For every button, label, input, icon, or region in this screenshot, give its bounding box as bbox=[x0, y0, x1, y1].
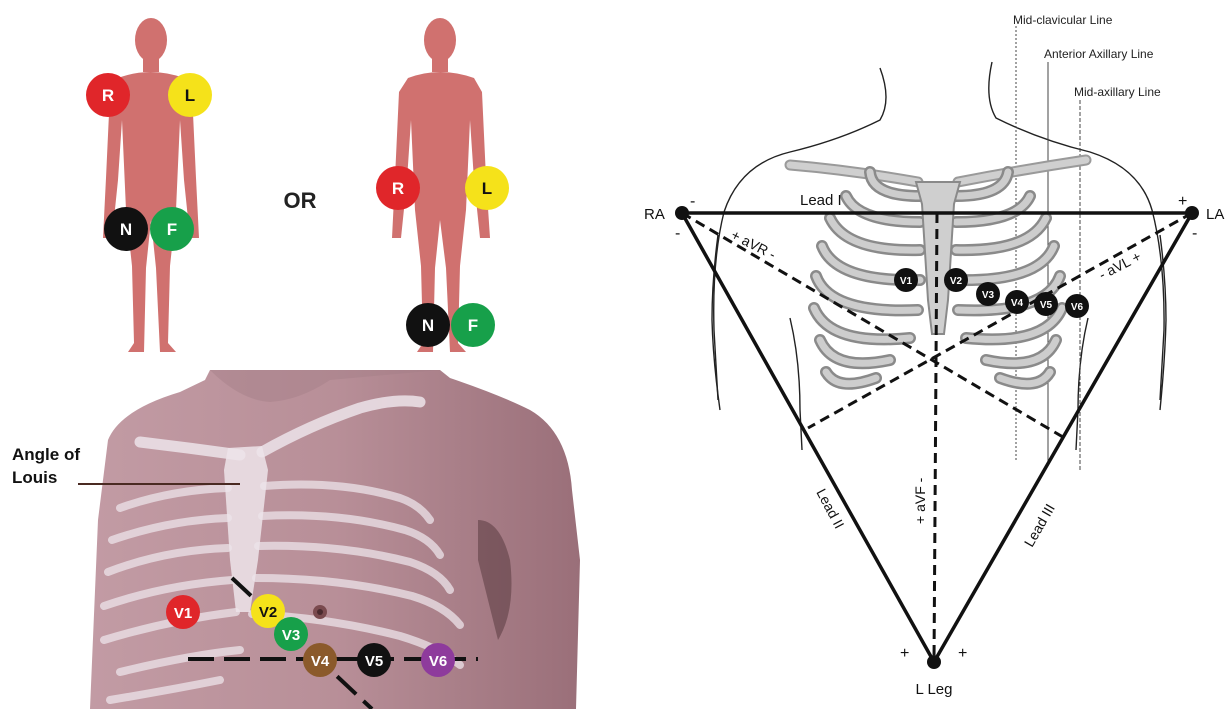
electrode-n-a: N bbox=[104, 207, 148, 251]
electrode-r-b-label: R bbox=[392, 179, 404, 198]
electrode-f-a: F bbox=[150, 207, 194, 251]
svg-text:V1: V1 bbox=[900, 276, 913, 287]
chest-electrode-v5: V5 bbox=[357, 643, 391, 677]
augmented-leads bbox=[682, 213, 1192, 662]
lead-i-label: Lead I bbox=[800, 192, 842, 209]
electrode-l-b: L bbox=[465, 166, 509, 210]
electrode-l-a-label: L bbox=[185, 86, 195, 105]
lead-ii-label: Lead II bbox=[813, 486, 847, 531]
svg-text:V3: V3 bbox=[982, 290, 995, 301]
chest-photo: Angle of Louis V1 V2 V3 V4 V5 V6 bbox=[12, 370, 580, 709]
electrode-f-a-label: F bbox=[167, 220, 177, 239]
body-silhouette-a bbox=[103, 18, 199, 352]
angle-of-louis-label-line2: Louis bbox=[12, 468, 57, 487]
diagram-electrode-v5: V5 bbox=[1034, 292, 1058, 316]
svg-text:V5: V5 bbox=[365, 653, 383, 670]
svg-text:-: - bbox=[1192, 225, 1197, 242]
mid-clavicular-line-label: Mid-clavicular Line bbox=[1013, 13, 1113, 27]
electrode-n-b-label: N bbox=[422, 316, 434, 335]
electrode-r-a-label: R bbox=[102, 86, 114, 105]
diagram-electrode-v1: V1 bbox=[894, 268, 918, 292]
limb-figure-a: R L N F bbox=[86, 18, 212, 352]
electrode-n-a-label: N bbox=[120, 220, 132, 239]
svg-text:V2: V2 bbox=[259, 604, 277, 621]
svg-text:V6: V6 bbox=[1071, 302, 1084, 313]
svg-text:V1: V1 bbox=[174, 605, 192, 622]
svg-text:+: + bbox=[1178, 193, 1187, 210]
ra-vertex bbox=[675, 206, 689, 220]
leg-vertex bbox=[927, 655, 941, 669]
electrode-f-b-label: F bbox=[468, 316, 478, 335]
chest-electrode-v3: V3 bbox=[274, 617, 308, 651]
lead-iii-label: Lead III bbox=[1021, 501, 1058, 549]
mid-axillary-line-label: Mid-axillary Line bbox=[1074, 85, 1161, 99]
svg-text:V3: V3 bbox=[282, 627, 300, 644]
angle-of-louis-label-line1: Angle of bbox=[12, 445, 80, 464]
electrode-l-b-label: L bbox=[482, 179, 492, 198]
diagram-electrode-v6: V6 bbox=[1065, 294, 1089, 318]
chest-electrode-v6: V6 bbox=[421, 643, 455, 677]
svg-text:V5: V5 bbox=[1040, 300, 1053, 311]
avf-label: + aVF - bbox=[912, 477, 928, 524]
electrode-l-a: L bbox=[168, 73, 212, 117]
chest-electrode-v1: V1 bbox=[166, 595, 200, 629]
svg-text:V4: V4 bbox=[1011, 298, 1024, 309]
svg-text:-: - bbox=[690, 193, 695, 210]
svg-text:V6: V6 bbox=[429, 653, 447, 670]
or-label: OR bbox=[284, 188, 317, 213]
electrode-n-b: N bbox=[406, 303, 450, 347]
chest-electrode-v4: V4 bbox=[303, 643, 337, 677]
electrode-f-b: F bbox=[451, 303, 495, 347]
electrode-r-b: R bbox=[376, 166, 420, 210]
svg-text:+: + bbox=[900, 645, 909, 662]
anterior-axillary-line-label: Anterior Axillary Line bbox=[1044, 47, 1154, 61]
einthoven-diagram: Mid-clavicular Line Anterior Axillary Li… bbox=[644, 13, 1224, 698]
svg-text:+: + bbox=[958, 645, 967, 662]
leg-label: L Leg bbox=[916, 681, 953, 698]
svg-text:-: - bbox=[675, 225, 680, 242]
ra-label: RA bbox=[644, 206, 665, 223]
limb-figure-b: R L N F bbox=[376, 18, 509, 352]
svg-text:V4: V4 bbox=[311, 653, 330, 670]
svg-text:V2: V2 bbox=[950, 276, 963, 287]
diagram-electrode-v2: V2 bbox=[944, 268, 968, 292]
avr-label: + aVR - bbox=[729, 226, 779, 262]
diagram-electrode-v3: V3 bbox=[976, 282, 1000, 306]
la-label: LA bbox=[1206, 206, 1224, 223]
diagram-electrode-v4: V4 bbox=[1005, 290, 1029, 314]
electrode-r-a: R bbox=[86, 73, 130, 117]
